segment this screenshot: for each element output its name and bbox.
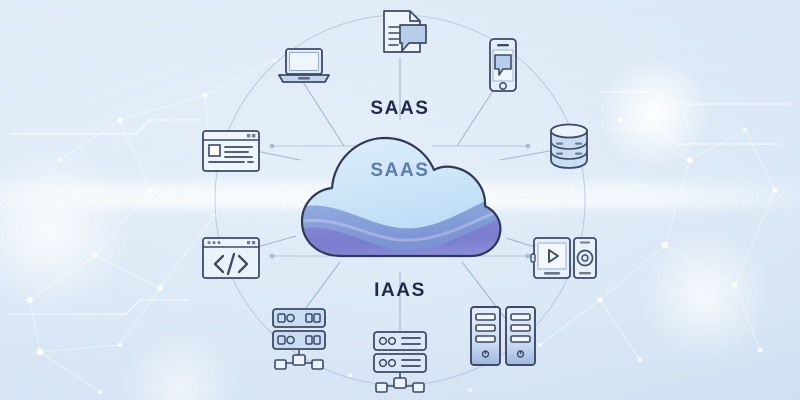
mobile-chat-icon xyxy=(489,38,517,92)
rack-server-network-icon xyxy=(272,308,326,370)
browser-window-icon xyxy=(202,130,260,172)
saas-ring-label: SAAS xyxy=(370,98,430,119)
cloud-center-label: SAAS xyxy=(370,160,430,181)
tablet-phone-media-icon xyxy=(530,237,597,279)
node-code-window[interactable] xyxy=(200,234,262,287)
node-tower-servers[interactable] xyxy=(466,303,540,380)
server-tower-pair-icon xyxy=(470,306,536,366)
node-mobile-chat[interactable] xyxy=(483,36,523,99)
cloud-graphic xyxy=(300,136,502,258)
cloud-icon[interactable] xyxy=(290,128,510,268)
document-chat-icon xyxy=(383,10,427,53)
database-icon xyxy=(550,123,588,169)
node-document-chat[interactable] xyxy=(376,8,434,65)
node-media-devices[interactable] xyxy=(530,232,598,289)
node-rack-server-left[interactable] xyxy=(265,305,333,380)
connector-dots xyxy=(269,143,531,259)
node-laptop[interactable] xyxy=(275,44,333,95)
node-browser-window[interactable] xyxy=(200,127,262,180)
laptop-icon xyxy=(278,48,330,83)
node-database[interactable] xyxy=(543,120,595,177)
code-window-icon xyxy=(202,237,260,279)
iaas-ring-label: IAAS xyxy=(374,280,426,301)
node-rack-server-center[interactable] xyxy=(366,330,434,400)
rack-server-network-icon xyxy=(373,331,427,393)
